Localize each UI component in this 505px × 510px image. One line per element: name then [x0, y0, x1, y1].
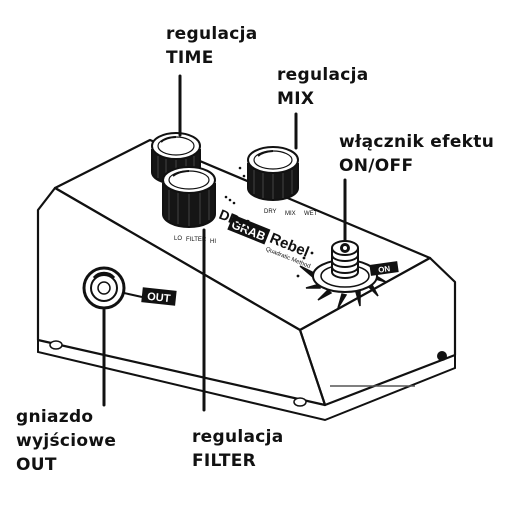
mix-callout-line2: MIX	[277, 89, 315, 109]
mix-knob[interactable]	[247, 146, 299, 201]
pedal-right-side	[298, 256, 457, 407]
footswitch-dots	[296, 251, 314, 278]
mix-scale-dry: DRY	[264, 209, 277, 215]
pedal-front-face	[36, 186, 327, 407]
time-callout-line1: regulacja	[166, 24, 258, 44]
pedal-foot	[293, 397, 307, 407]
pedal-foot	[437, 351, 447, 361]
mix-scale: DRY MIX WET	[264, 209, 318, 217]
output-callout-line3: OUT	[16, 455, 57, 475]
time-callout-line2: TIME	[166, 48, 214, 68]
out-tag-label: OUT	[147, 291, 172, 305]
out-tag-box	[141, 287, 177, 306]
output-callout-line1: gniazdo	[16, 407, 94, 427]
on-off-footswitch[interactable]	[312, 240, 378, 293]
pedal-base-line	[37, 340, 456, 422]
filter-callout-line1: regulacja	[192, 427, 284, 447]
switch-badge-box	[369, 261, 399, 276]
output-jack[interactable]	[82, 266, 126, 310]
brand-badge-box	[227, 214, 271, 245]
output-callout-line2: wyjściowe	[16, 431, 117, 451]
filter-scale-filter: FILTER	[186, 237, 207, 243]
output-callout: gniazdo wyjściowe OUT	[16, 405, 116, 477]
filter-scale-lo: LO	[174, 236, 182, 242]
pedal-foot	[49, 340, 63, 350]
switch-callout: włącznik efektu ON/OFF	[339, 130, 494, 178]
pedal-edge-line	[299, 329, 326, 406]
switch-callout-line1: włącznik efektu	[339, 132, 495, 152]
filter-scale-hi: HI	[210, 239, 216, 245]
filter-knob[interactable]	[162, 166, 216, 228]
mix-scale-wet: WET	[304, 211, 318, 217]
footswitch-rays	[299, 265, 387, 309]
out-pointer	[123, 292, 143, 298]
filter-scale: LO FILTER HI	[174, 236, 216, 245]
mix-scale-mix: MIX	[285, 211, 296, 217]
mix-callout-line1: regulacja	[277, 65, 369, 85]
callout-lines	[102, 74, 347, 412]
mix-callout: regulacja MIX	[277, 63, 369, 111]
filter-callout: regulacja FILTER	[192, 425, 284, 473]
switch-callout-line2: ON/OFF	[339, 156, 414, 176]
knob-scale-dots	[224, 166, 246, 205]
filter-callout-line2: FILTER	[192, 451, 257, 471]
switch-badge: ON	[378, 264, 391, 275]
time-callout: regulacja TIME	[166, 22, 258, 70]
